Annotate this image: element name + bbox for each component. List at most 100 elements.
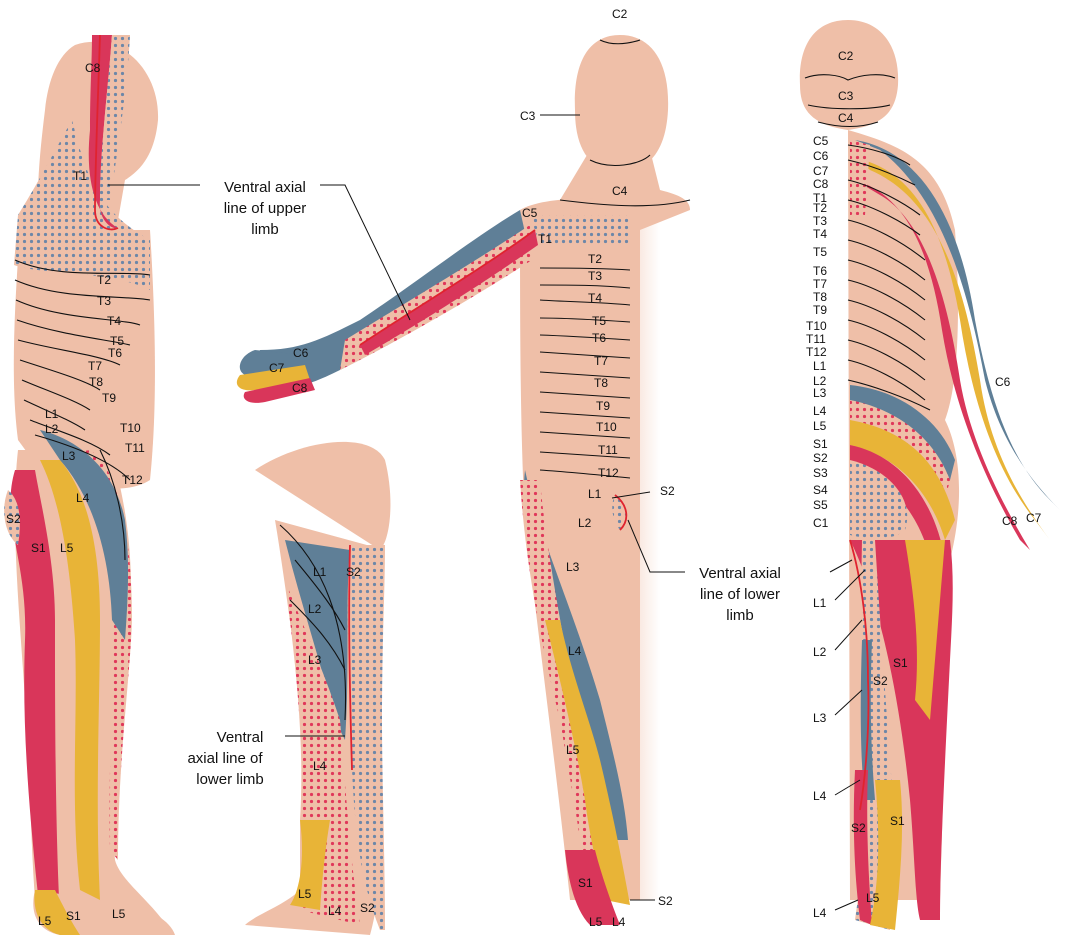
- leg-label-s2-1: S2: [346, 565, 361, 579]
- posterior-limb-label-s2-4: S2: [873, 674, 888, 688]
- lateral-label-s1-21: S1: [66, 909, 81, 923]
- lateral-figure: [4, 35, 175, 935]
- anterior-label-t3-6: T3: [588, 269, 602, 283]
- posterior-spine-label-t8-11: T8: [813, 290, 827, 304]
- posterior-spine-label-l3-18: L3: [813, 386, 827, 400]
- caption-lower-side-2: axial line of: [187, 750, 263, 767]
- posterior-figure: [800, 20, 1060, 930]
- posterior-spine-label-c6-1: C6: [813, 149, 829, 163]
- posterior-limb-label-c7-2: C7: [1026, 511, 1042, 525]
- lateral-label-l3-15: L3: [62, 449, 76, 463]
- anterior-label-t7-10: T7: [594, 354, 608, 368]
- anterior-label-c3-1: C3: [520, 109, 536, 123]
- posterior-spine-label-t9-12: T9: [813, 303, 827, 317]
- posterior-leg-label-l4-4: L4: [813, 906, 827, 920]
- lateral-label-t8-8: T8: [89, 375, 103, 389]
- posterior-spine-label-t3-6: T3: [813, 214, 827, 228]
- posterior-spine-label-s3-23: S3: [813, 466, 828, 480]
- posterior-spine-label-t6-9: T6: [813, 264, 827, 278]
- anterior-label-l5-21: L5: [566, 743, 580, 757]
- posterior-limb-label-c6-0: C6: [995, 375, 1011, 389]
- lateral-label-t11-11: T11: [125, 441, 145, 455]
- lateral-label-t7-7: T7: [88, 359, 102, 373]
- anterior-label-l4-20: L4: [568, 644, 582, 658]
- anterior-label-c7-27: C7: [269, 361, 285, 375]
- posterior-spine-label-c5-0: C5: [813, 134, 829, 148]
- posterior-spine-label-s1-21: S1: [813, 437, 828, 451]
- caption-upper-limb-2: line of upper: [224, 200, 307, 217]
- anterior-label-s1-22: S1: [578, 876, 593, 890]
- posterior-limb-label-s1-5: S1: [890, 814, 905, 828]
- lateral-label-t1-1: T1: [73, 169, 87, 183]
- leg-label-l3-3: L3: [308, 653, 322, 667]
- caption-lower-front-2: line of lower: [700, 586, 780, 603]
- lateral-label-t12-12: T12: [122, 473, 143, 487]
- anterior-label-l3-19: L3: [566, 560, 580, 574]
- lateral-label-s2-17: S2: [6, 512, 21, 526]
- posterior-spine-label-t11-14: T11: [806, 332, 826, 346]
- posterior-spine-label-c8-3: C8: [813, 177, 829, 191]
- leg-label-l4-6: L4: [328, 904, 342, 918]
- posterior-spine-label-t2-5: T2: [813, 201, 827, 215]
- lateral-label-t3-3: T3: [97, 294, 111, 308]
- caption-lower-front-3: limb: [726, 607, 754, 624]
- posterior-spine-label-t4-7: T4: [813, 227, 827, 241]
- caption-lower-side-1: Ventral: [217, 729, 264, 746]
- anterior-label-l1-16: L1: [588, 487, 602, 501]
- anterior-label-l2-17: L2: [578, 516, 592, 530]
- caption-lower-side-3: lower limb: [196, 771, 264, 788]
- lateral-label-t9-9: T9: [102, 391, 116, 405]
- posterior-limb-label-s2-6: S2: [851, 821, 866, 835]
- anterior-label-t1-4: T1: [538, 232, 552, 246]
- lateral-label-t2-2: T2: [97, 273, 111, 287]
- posterior-spine-label-t12-15: T12: [806, 345, 827, 359]
- posterior-label-c3-1: C3: [838, 89, 854, 103]
- anterior-label-t9-12: T9: [596, 399, 610, 413]
- anterior-label-t12-15: T12: [598, 466, 619, 480]
- posterior-leg-label-l2-1: L2: [813, 645, 827, 659]
- posterior-label-c2-0: C2: [838, 49, 854, 63]
- anterior-label-l4-24: L4: [612, 915, 626, 929]
- leg-label-l4-4: L4: [313, 759, 327, 773]
- posterior-leg-label-l5-5: L5: [866, 891, 880, 905]
- lateral-label-t4-4: T4: [107, 314, 121, 328]
- posterior-spine-label-l4-19: L4: [813, 404, 827, 418]
- lateral-label-c8-0: C8: [85, 61, 101, 75]
- anterior-label-c8-28: C8: [292, 381, 308, 395]
- anterior-label-c4-2: C4: [612, 184, 628, 198]
- caption-upper-limb-3: limb: [251, 221, 279, 238]
- lateral-label-t10-10: T10: [120, 421, 141, 435]
- lateral-label-s1-18: S1: [31, 541, 46, 555]
- anterior-label-t6-9: T6: [592, 331, 606, 345]
- leg-label-l1-0: L1: [313, 565, 327, 579]
- posterior-leg-label-l3-2: L3: [813, 711, 827, 725]
- posterior-spine-label-c1-26: C1: [813, 516, 829, 530]
- anterior-label-t8-11: T8: [594, 376, 608, 390]
- anterior-label-s2-25: S2: [658, 894, 673, 908]
- posterior-spine-label-l5-20: L5: [813, 419, 827, 433]
- posterior-spine-label-t5-8: T5: [813, 245, 827, 259]
- posterior-spine-label-s4-24: S4: [813, 483, 828, 497]
- posterior-spine-label-s5-25: S5: [813, 498, 828, 512]
- anterior-label-l5-23: L5: [589, 915, 603, 929]
- lateral-label-l2-14: L2: [45, 422, 59, 436]
- posterior-limb-label-s1-3: S1: [893, 656, 908, 670]
- leg-label-l2-2: L2: [308, 602, 322, 616]
- lateral-label-t6-6: T6: [108, 346, 122, 360]
- leg-label-s2-7: S2: [360, 901, 375, 915]
- caption-lower-front-1: Ventral axial: [699, 565, 781, 582]
- posterior-limb-label-c8-1: C8: [1002, 514, 1018, 528]
- posterior-spine-label-c7-2: C7: [813, 164, 829, 178]
- anterior-label-t2-5: T2: [588, 252, 602, 266]
- posterior-spine-label-t10-13: T10: [806, 319, 827, 333]
- lateral-label-l4-16: L4: [76, 491, 90, 505]
- lateral-label-l1-13: L1: [45, 407, 59, 421]
- leg-label-l5-5: L5: [298, 887, 312, 901]
- lateral-label-l5-22: L5: [112, 907, 126, 921]
- lateral-label-l5-19: L5: [60, 541, 74, 555]
- posterior-spine-label-t7-10: T7: [813, 277, 827, 291]
- posterior-label-c4-2: C4: [838, 111, 854, 125]
- posterior-leg-label-l1-0: L1: [813, 596, 827, 610]
- anterior-label-t4-7: T4: [588, 291, 602, 305]
